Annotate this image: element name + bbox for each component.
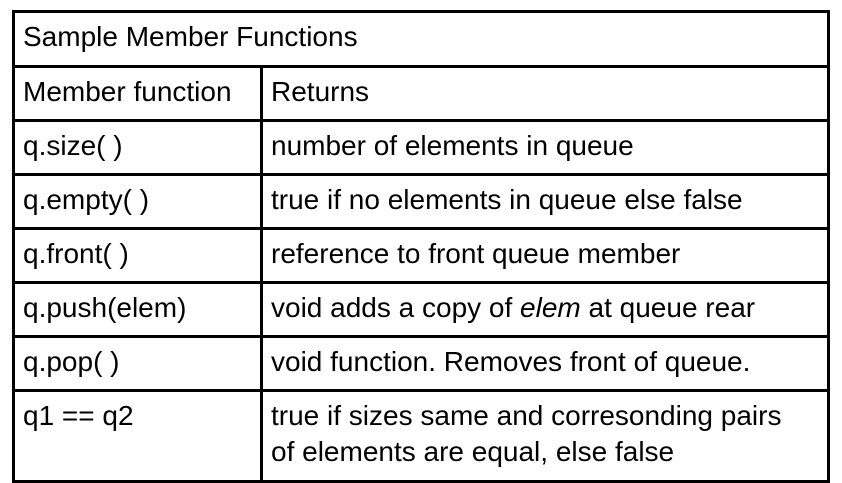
table-title-row: Sample Member Functions (11, 10, 831, 68)
function-cell: q1 == q2 (12, 389, 263, 483)
function-cell: q.pop( ) (12, 335, 263, 392)
table-row: q.size( ) number of elements in queue (12, 119, 831, 176)
table-row: q.empty( ) true if no elements in queue … (12, 173, 831, 230)
returns-cell: true if no elements in queue else false (259, 173, 831, 230)
returns-text-line-2: of elements are equal, else false (271, 436, 675, 467)
returns-text-line-1: true if sizes same and corresonding pair… (271, 400, 782, 431)
function-cell: q.push(elem) (12, 281, 263, 338)
returns-text-emphasis: elem (520, 292, 581, 323)
returns-cell: number of elements in queue (259, 119, 831, 176)
table-header-row: Member function Returns (12, 65, 831, 122)
header-returns: Returns (259, 65, 831, 122)
returns-text-suffix: at queue rear (580, 292, 756, 323)
returns-cell: reference to front queue member (259, 227, 831, 284)
returns-cell: void adds a copy of elem at queue rear (259, 281, 831, 338)
returns-cell: void function. Removes front of queue. (259, 335, 831, 392)
table-row: q.pop( ) void function. Removes front of… (12, 335, 831, 392)
table-title: Sample Member Functions (11, 10, 831, 68)
function-cell: q.front( ) (12, 227, 263, 284)
table-row: q1 == q2 true if sizes same and correson… (12, 389, 831, 483)
table-row: q.front( ) reference to front queue memb… (12, 227, 831, 284)
returns-cell: true if sizes same and corresonding pair… (259, 389, 831, 483)
header-member-function: Member function (12, 65, 263, 122)
returns-text-prefix: void adds a copy of (271, 292, 521, 323)
function-cell: q.size( ) (12, 119, 263, 176)
function-cell: q.empty( ) (12, 173, 263, 230)
member-functions-table-container: Sample Member Functions Member function … (11, 10, 831, 483)
table-row: q.push(elem) void adds a copy of elem at… (12, 281, 831, 338)
member-functions-table: Sample Member Functions Member function … (11, 10, 831, 483)
